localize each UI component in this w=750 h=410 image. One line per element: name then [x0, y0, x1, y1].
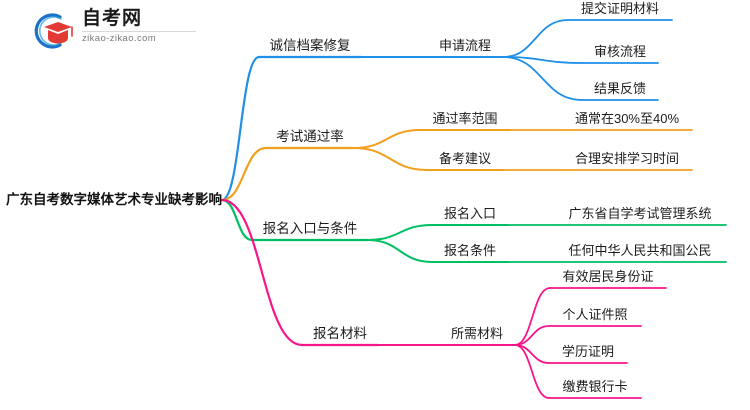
site-logo: 自考网 zikao-zikao.com — [30, 8, 200, 54]
node-branch-integrity-level3-0-1[interactable]: 审核流程 — [593, 44, 647, 59]
node-branch-entry-conditions-level3-0-0[interactable]: 广东省自学考试管理系统 — [568, 206, 712, 221]
connector-line — [220, 198, 254, 242]
node-branch-entry-conditions-level2-0[interactable]: 报名入口 — [443, 206, 497, 221]
graduation-cap-icon — [30, 11, 74, 51]
connector-line — [353, 147, 428, 171]
node-branch-pass-rate-level3-0-0[interactable]: 通常在30%至40% — [574, 111, 680, 126]
logo-subtitle: zikao-zikao.com — [82, 33, 157, 44]
node-branch-pass-rate-level1[interactable]: 考试通过率 — [276, 129, 344, 144]
connector-line — [502, 19, 569, 58]
node-branch-pass-rate-level2-1[interactable]: 备考建议 — [438, 151, 492, 166]
connector-line — [220, 146, 268, 202]
connector-line — [514, 344, 550, 399]
root-node-label[interactable]: 广东自考数字媒体艺术专业缺考影响 — [6, 192, 222, 207]
logo-divider — [82, 31, 196, 32]
node-branch-materials-level3-0-0[interactable]: 有效居民身份证 — [562, 269, 654, 284]
node-branch-materials-level3-0-2[interactable]: 学历证明 — [561, 344, 615, 359]
node-branch-entry-conditions-level3-1-0[interactable]: 任何中华人民共和国公民 — [568, 243, 712, 258]
logo-title: 自考网 — [82, 8, 143, 29]
connector-line — [220, 198, 304, 347]
node-branch-entry-conditions-level1[interactable]: 报名入口与条件 — [262, 221, 358, 236]
connector-line — [367, 224, 433, 241]
connector-line — [353, 129, 421, 149]
node-branch-materials-level1[interactable]: 报名材料 — [313, 326, 367, 341]
node-branch-materials-level2-0[interactable]: 所需材料 — [450, 326, 504, 341]
connector-line — [514, 287, 551, 346]
connector-line — [502, 56, 583, 64]
connector-line — [220, 55, 261, 202]
node-branch-pass-rate-level2-0[interactable]: 通过率范围 — [432, 111, 498, 126]
node-branch-integrity-level3-0-2[interactable]: 结果反馈 — [593, 81, 647, 96]
node-branch-entry-conditions-level2-1[interactable]: 报名条件 — [443, 243, 497, 258]
node-branch-pass-rate-level3-1-0[interactable]: 合理安排学习时间 — [574, 151, 680, 166]
node-branch-integrity-level1[interactable]: 诚信档案修复 — [269, 38, 351, 53]
connector-line — [367, 239, 433, 263]
node-branch-integrity-level3-0-0[interactable]: 提交证明材料 — [580, 1, 660, 16]
node-branch-integrity-level2-0[interactable]: 申请流程 — [438, 38, 492, 53]
logo-text-block: 自考网 zikao-zikao.com — [82, 8, 198, 45]
node-branch-materials-level3-0-1[interactable]: 个人证件照 — [562, 307, 628, 322]
node-branch-materials-level3-0-3[interactable]: 缴费银行卡 — [562, 379, 628, 394]
connector-line — [502, 56, 583, 101]
